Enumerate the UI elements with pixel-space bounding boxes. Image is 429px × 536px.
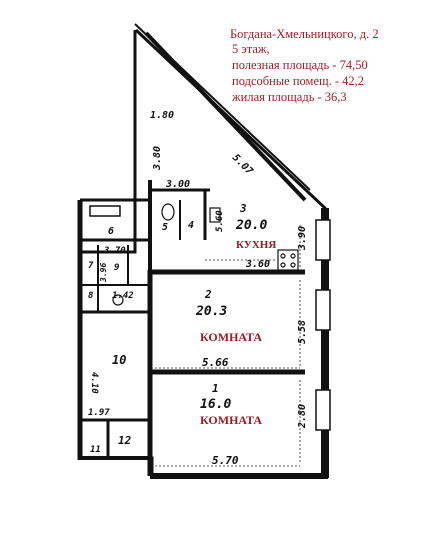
info-living-area: жилая площадь - 36,3 — [232, 90, 347, 104]
dim-2-80: 2.80 — [297, 404, 308, 429]
info-floor: 5 этаж, — [232, 42, 270, 56]
dim-lines — [155, 225, 301, 467]
room-numbers: 3 20.0 2 20.3 1 16.0 10 12 11 5 4 6 7 8 … — [88, 202, 267, 455]
kitchen-number: 3 — [239, 202, 247, 215]
small5-number: 5 — [162, 222, 168, 233]
dim-3-60: 3.60 — [245, 259, 270, 270]
dim-5-70: 5.70 — [212, 454, 239, 467]
small9-number: 9 — [114, 263, 119, 273]
dim-1-42: 1.42 — [112, 291, 134, 301]
hall-number: 10 — [112, 353, 126, 367]
dim-3-70: 3.70 — [103, 246, 126, 256]
dim-3-00: 3.00 — [165, 179, 190, 190]
small7-number: 7 — [88, 261, 94, 271]
small4-number: 4 — [188, 220, 194, 231]
sink — [209, 207, 221, 223]
dim-5-07: 5.07 — [230, 152, 255, 177]
room-labels: КУХНЯ КОМНАТА КОМНАТА — [200, 239, 276, 427]
room2-number: 2 — [204, 288, 212, 301]
dim-3-90: 3.90 — [297, 226, 308, 251]
info-useful-area: полезная площадь - 74,50 — [232, 58, 368, 72]
room1-number: 1 — [212, 382, 219, 395]
dimension-labels: 1.80 3.80 5.07 3.00 5.60 3.90 3.60 3.70 … — [88, 110, 308, 467]
dim-1-97: 1.97 — [88, 408, 110, 418]
room2-area: 20.3 — [195, 304, 227, 319]
stove-burner — [280, 253, 286, 259]
dim-3-80: 3.80 — [152, 146, 163, 171]
info-aux-area: подсобные помещ. - 42,2 — [232, 74, 365, 88]
stove-burner — [290, 253, 296, 259]
diagonal-wall-inner — [144, 31, 307, 202]
dim-3-96: 3.96 — [99, 263, 108, 283]
stove-burner — [290, 262, 296, 268]
dim-5-58: 5.58 — [297, 320, 308, 344]
kitchen-label: КУХНЯ — [236, 239, 276, 251]
small12-number: 12 — [118, 434, 132, 447]
dim-5-66: 5.66 — [202, 356, 229, 369]
small6-number: 6 — [108, 226, 114, 237]
kitchen-area: 20.0 — [235, 218, 267, 233]
room1-label: КОМНАТА — [200, 413, 262, 427]
info-address: Богдана-Хмельницкого, д. 2 — [230, 27, 379, 41]
fixtures — [112, 203, 299, 306]
window-room1 — [315, 389, 331, 431]
dim-1-80: 1.80 — [150, 110, 174, 121]
dim-4-10: 4.10 — [89, 372, 99, 394]
toilet-bowl — [161, 203, 175, 221]
stove-burner — [280, 262, 286, 268]
fixture-circle — [112, 294, 124, 306]
windows — [89, 205, 331, 431]
stove — [277, 249, 299, 271]
window-bath — [89, 205, 121, 217]
small8-number: 8 — [88, 291, 93, 301]
room1-area: 16.0 — [200, 397, 231, 412]
dim-5-60: 5.60 — [215, 210, 225, 232]
window-kitchen — [315, 219, 331, 261]
window-room2 — [315, 289, 331, 331]
room2-label: КОМНАТА — [200, 330, 262, 344]
small11-number: 11 — [90, 445, 101, 455]
